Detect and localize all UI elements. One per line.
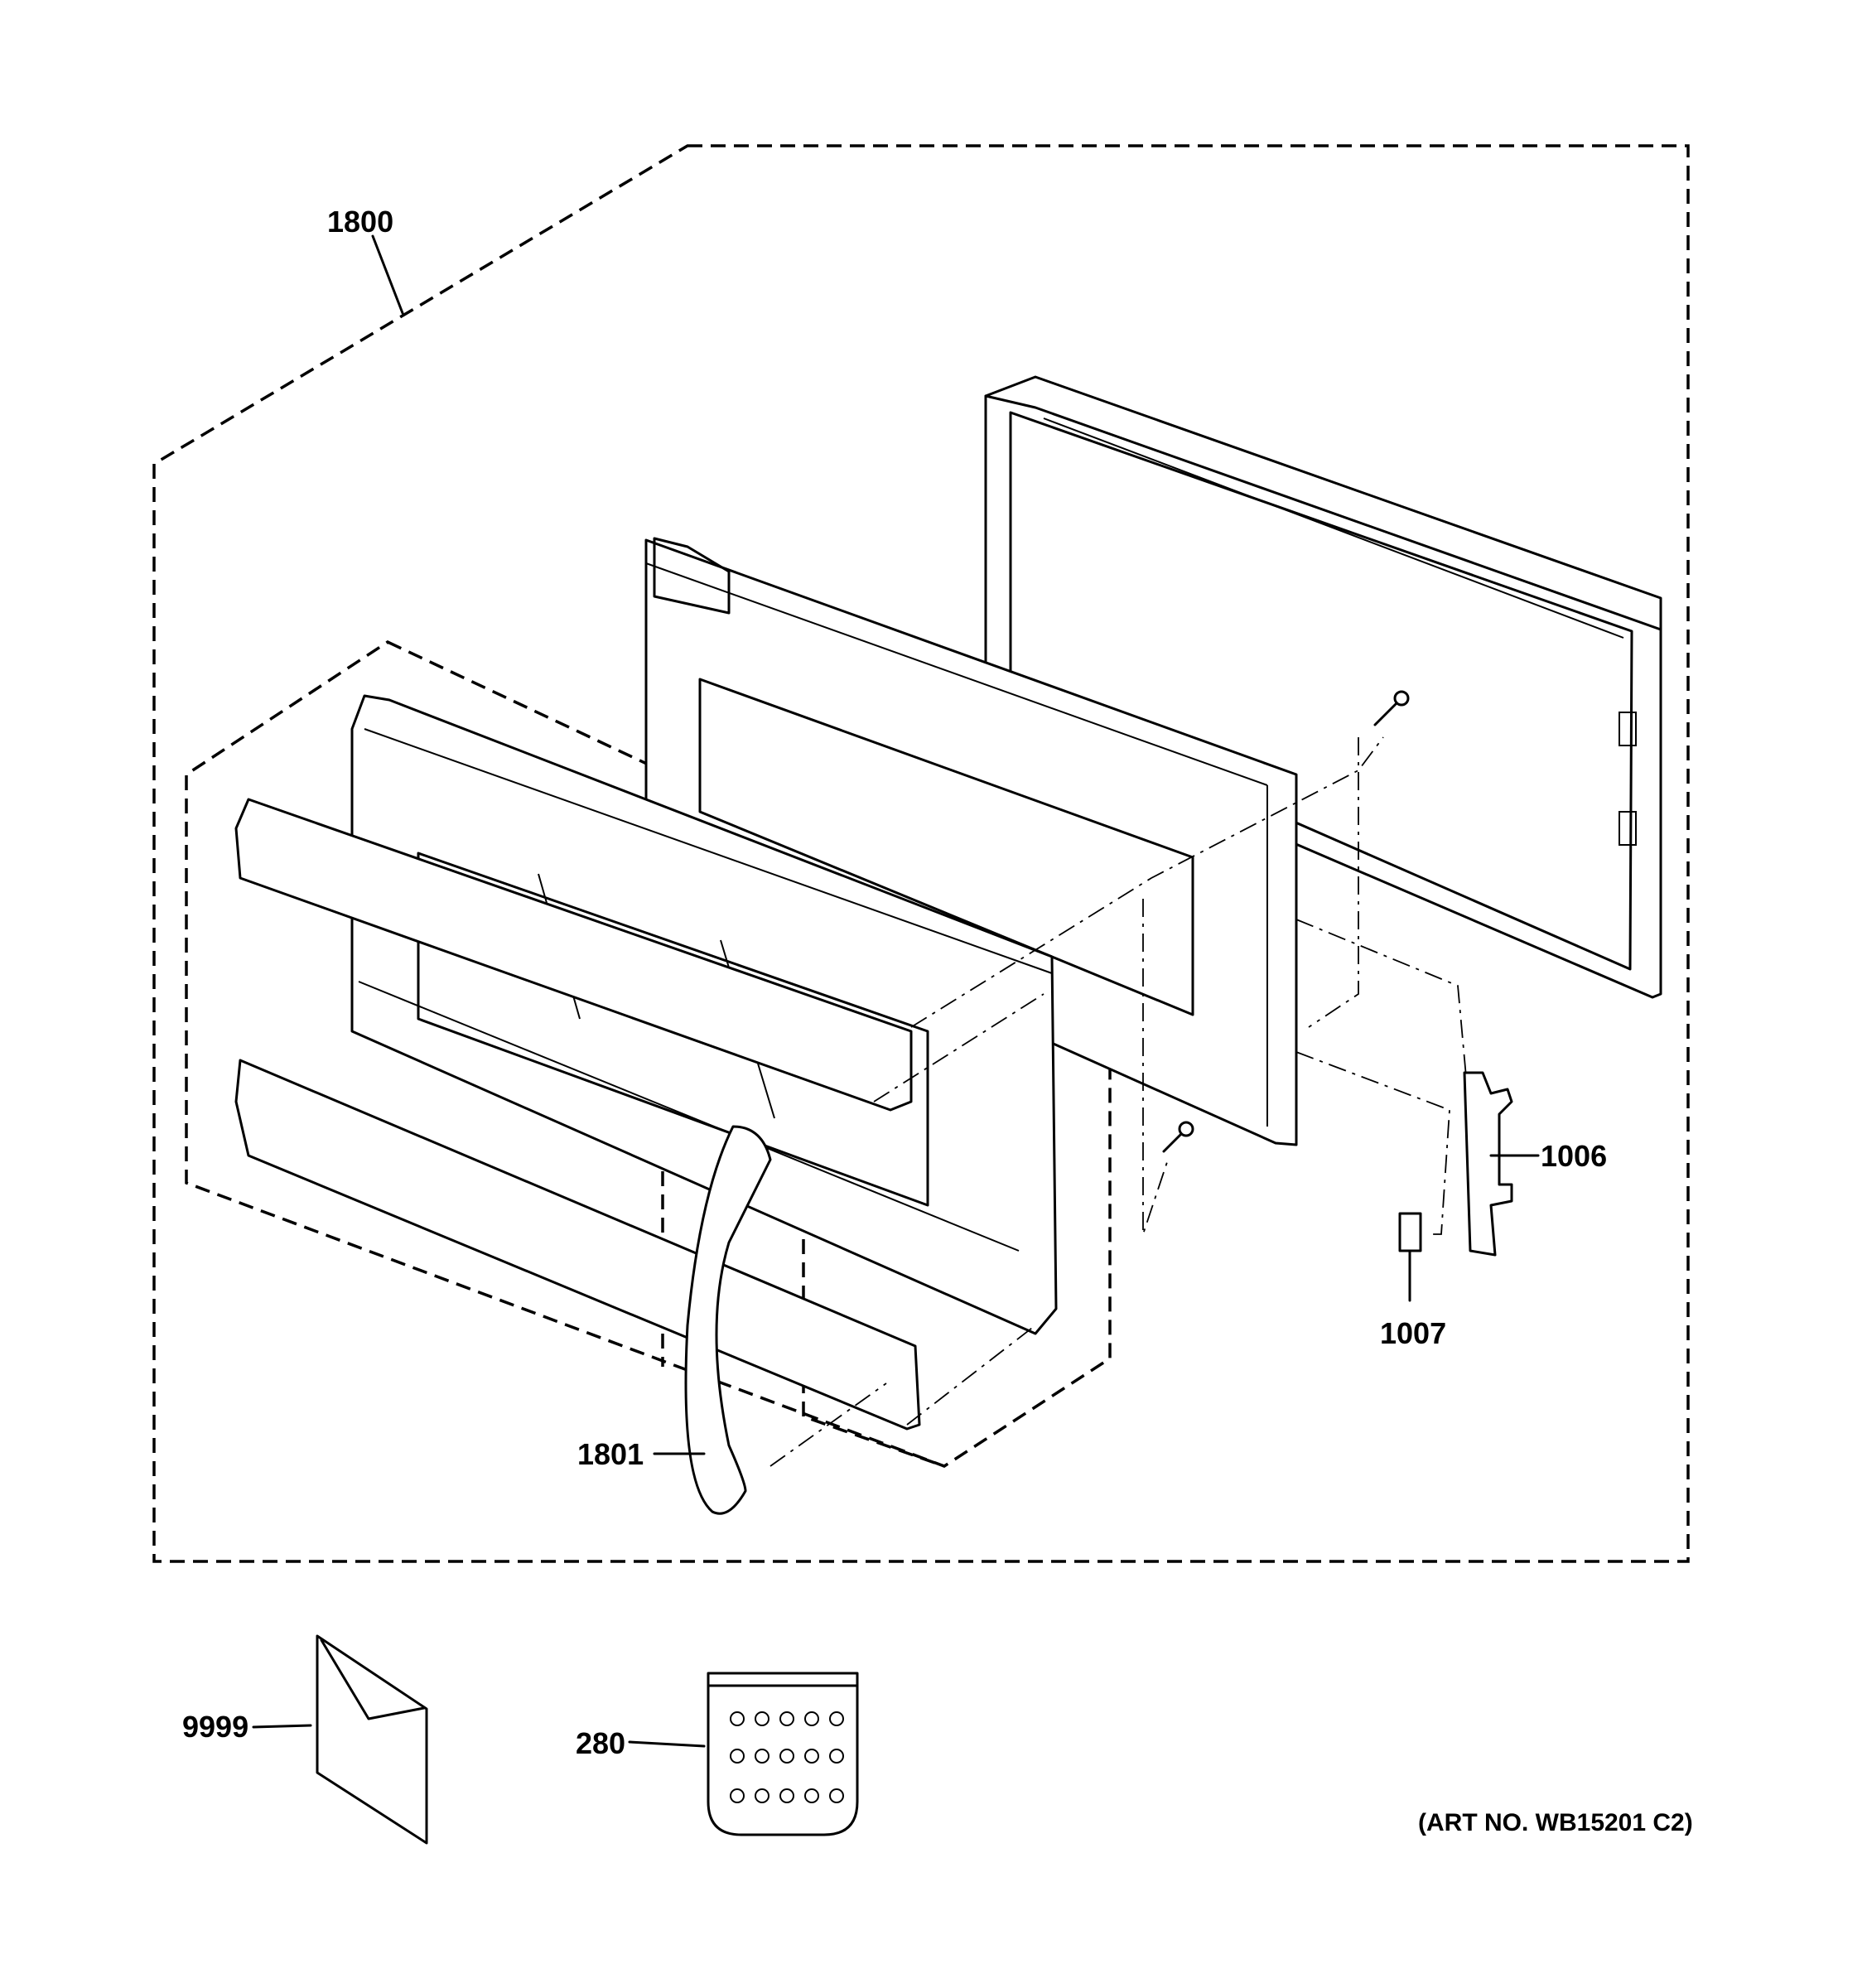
literature-9999 (316, 1634, 428, 1845)
door-choke-frame (984, 375, 1662, 999)
callout-280: 280 (576, 1726, 625, 1760)
callout-1800: 1800 (327, 205, 393, 239)
callout-1801: 1801 (577, 1437, 644, 1471)
door-handle-1801 (684, 1125, 772, 1515)
callout-1006: 1006 (1541, 1139, 1607, 1173)
callout-9999: 9999 (182, 1710, 248, 1744)
art-number: (ART NO. WB15201 C2) (1418, 1809, 1693, 1836)
leader-lines (252, 234, 1540, 1748)
top-trim-bar (234, 798, 913, 1112)
door-latch-1006 (1463, 1071, 1513, 1257)
screw-bag-280 (707, 1672, 859, 1836)
latch-spring-1007 (1398, 1212, 1422, 1252)
callout-1007: 1007 (1380, 1316, 1446, 1350)
screw-lower (1162, 1121, 1194, 1153)
bottom-trim-bar (234, 1059, 921, 1431)
screw-upper (1373, 690, 1410, 726)
assembly-lines (769, 736, 1467, 1467)
kit-1800-boundary (152, 144, 1690, 1563)
